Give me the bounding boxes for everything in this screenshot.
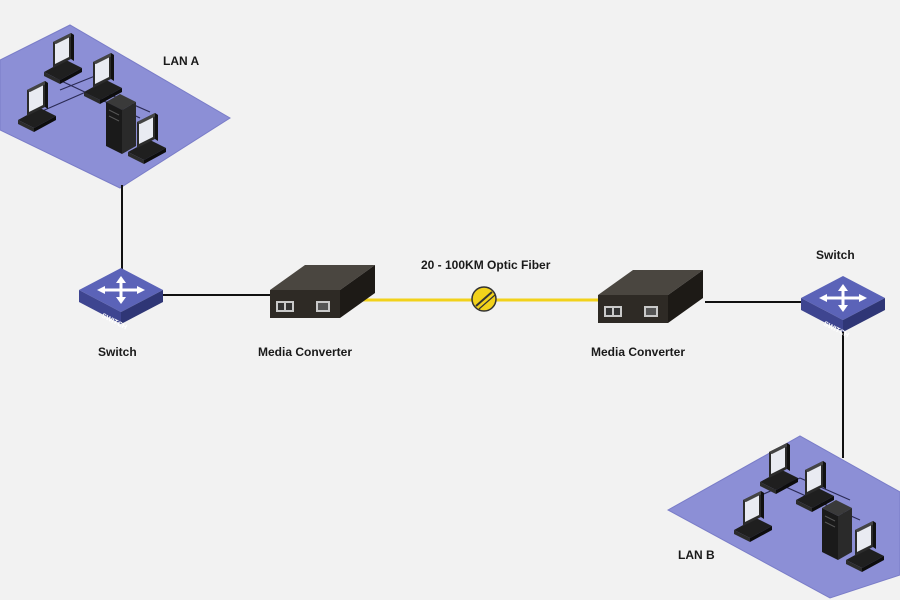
fiber-connector-icon <box>471 286 497 312</box>
media-converter-left-label: Media Converter <box>258 345 353 359</box>
switch-left-label: Switch <box>98 345 137 359</box>
switch-icon <box>77 266 165 326</box>
switch-icon <box>799 274 887 334</box>
media-converter-icon <box>598 270 703 323</box>
copper-cables <box>121 185 844 458</box>
lan-b-label: LAN B <box>678 548 715 562</box>
media-converter-icon <box>270 265 375 318</box>
media-converter-right-label: Media Converter <box>591 345 686 359</box>
server-tower-icon <box>105 93 137 155</box>
switch-right-label: Switch <box>816 248 855 262</box>
lan-a-label: LAN A <box>163 54 200 68</box>
fiber-label: 20 - 100KM Optic Fiber <box>421 258 551 272</box>
server-tower-icon <box>821 499 853 561</box>
